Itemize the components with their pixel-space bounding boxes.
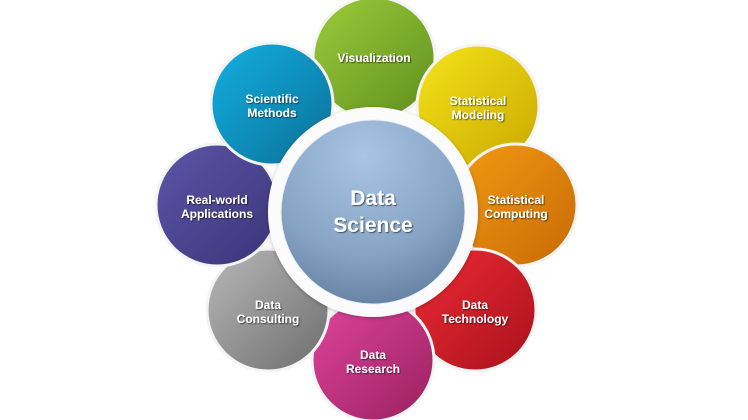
center-title-line1: Data [350,187,396,210]
petal-label: Data [360,348,386,362]
petal-label: Real-world [186,193,247,207]
petal-label: Data [255,298,281,312]
center-hub: Data Science [268,107,478,317]
petal-label: Consulting [237,312,300,326]
petal-label: Computing [484,207,547,221]
petal-label: Technology [442,312,509,326]
petal-label: Scientific [245,92,299,106]
petal-label: Applications [181,207,253,221]
center-title-line2: Science [333,214,412,237]
petal-label: Statistical [450,94,507,108]
petal-label: Methods [247,106,297,120]
petal-label: Modeling [452,108,505,122]
center-circle [280,119,466,305]
petal-label: Visualization [337,51,410,65]
petal-label: Data [462,298,488,312]
petal-label: Statistical [488,193,545,207]
petal-label: Research [346,362,400,376]
